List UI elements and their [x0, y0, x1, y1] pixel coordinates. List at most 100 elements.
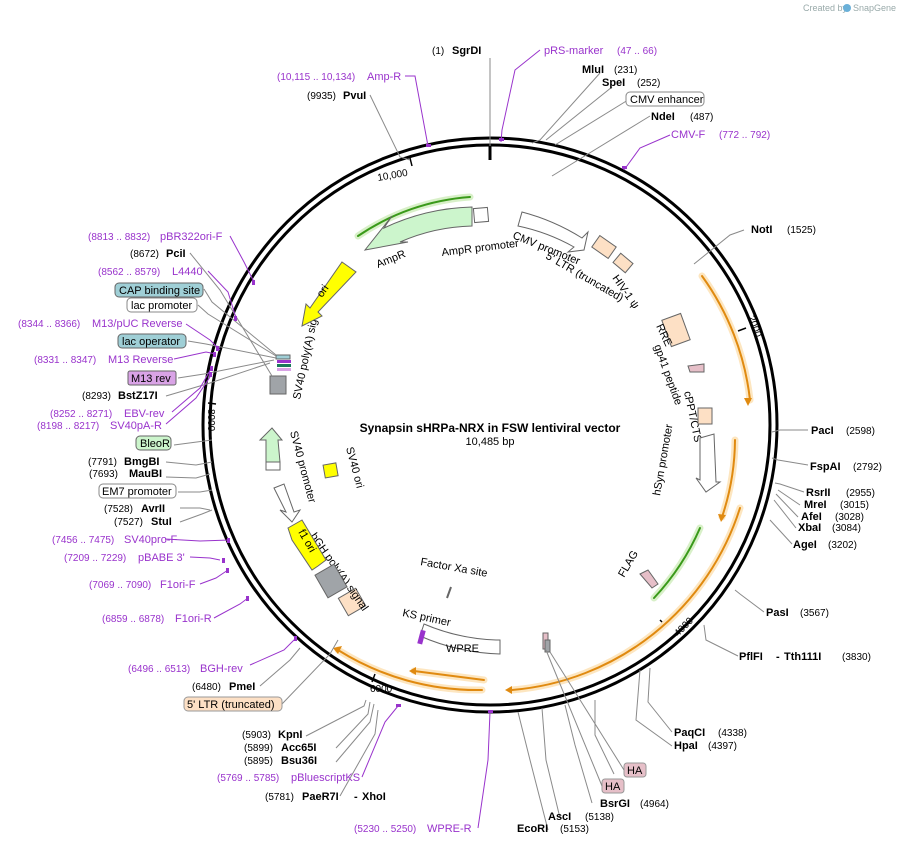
enzyme-pos-pcii: (8672)	[130, 249, 159, 260]
enzyme-pos-bsu36i: (5895)	[244, 756, 273, 767]
primer-range-m13puc: (8344 .. 8366)	[18, 319, 80, 330]
ks-primer-feature	[417, 629, 426, 645]
enzyme-stui[interactable]: StuI	[151, 516, 172, 528]
wpre-label: WPRE	[446, 643, 479, 655]
primer-f1ori-r[interactable]: F1ori-R	[175, 613, 212, 625]
primer-ebv-rev[interactable]: EBV-rev	[124, 408, 165, 420]
cap-binding-site-box[interactable]: CAP binding site	[114, 282, 204, 298]
enzyme-asci[interactable]: AscI	[548, 811, 571, 823]
primer-pbabe3[interactable]: pBABE 3'	[138, 552, 185, 564]
enzyme-bsu36i[interactable]: Bsu36I	[281, 755, 317, 767]
primer-pbr322ori-f[interactable]: pBR322ori-F	[160, 231, 223, 243]
primer-range-ebv-rev: (8252 .. 8271)	[50, 409, 112, 420]
primer-pbluescriptks[interactable]: pBluescriptKS	[291, 772, 360, 784]
enzyme-pos-asci: (5138)	[585, 812, 614, 823]
primer-range-f1ori-f: (7069 .. 7090)	[89, 580, 151, 591]
grey-feature-2	[269, 375, 287, 395]
enzyme-pflfi[interactable]: PflFI	[739, 651, 763, 663]
ha-box-2[interactable]: HA	[601, 778, 625, 794]
sv40-promoter-label: SV40 promoter	[287, 430, 318, 505]
wpre-feature	[419, 623, 501, 655]
primer-m13-reverse[interactable]: M13 Reverse	[108, 354, 173, 366]
primer-cmv-f[interactable]: CMV-F	[671, 129, 706, 141]
enzyme-ecori[interactable]: EcoRI	[517, 823, 548, 835]
enzyme-spei[interactable]: SpeI	[602, 77, 625, 89]
primer-wpre-r[interactable]: WPRE-R	[427, 823, 472, 835]
snapgene-logo-icon	[843, 4, 851, 12]
enzyme-pvui[interactable]: PvuI	[343, 90, 366, 102]
bleor-box[interactable]: BleoR	[135, 435, 172, 451]
grey-feature-1	[314, 563, 348, 599]
enzyme-pos-pasi: (3567)	[800, 608, 829, 619]
tick-6000: 6000	[370, 684, 393, 695]
primer-amp-r[interactable]: Amp-R	[367, 71, 401, 83]
enzyme-mlui[interactable]: MluI	[582, 64, 604, 76]
enzyme-afei[interactable]: AfeI	[801, 511, 822, 523]
enzyme-kpni[interactable]: KpnI	[278, 729, 302, 741]
primer-f1ori-f[interactable]: F1ori-F	[160, 579, 196, 591]
enzyme-pcii[interactable]: PciI	[166, 248, 186, 260]
ha-leader-2	[545, 649, 603, 787]
enzyme-tth111i[interactable]: Tth111I	[784, 651, 821, 663]
enzyme-ndei[interactable]: NdeI	[651, 111, 675, 123]
enzyme-pos-stui: (7527)	[114, 517, 143, 528]
enzyme-bstz17i[interactable]: BstZ17I	[118, 390, 158, 402]
enzyme-pos-fspai: (2792)	[853, 462, 882, 473]
ha-leader-1	[549, 651, 625, 771]
lac-operator-box[interactable]: lac operator	[117, 333, 187, 349]
enzyme-pmei[interactable]: PmeI	[229, 681, 255, 693]
enzyme-paqci[interactable]: PaqCI	[674, 727, 705, 739]
enzyme-leader-lines	[165, 58, 809, 831]
enzyme-pasi[interactable]: PasI	[766, 607, 789, 619]
enzyme-noti[interactable]: NotI	[751, 224, 772, 236]
em7-small-feature	[265, 461, 281, 471]
enzyme-pos-spei: (252)	[637, 78, 660, 89]
tick-10000: 10,000	[377, 168, 409, 184]
enzyme-bsrgi[interactable]: BsrGI	[600, 798, 630, 810]
ltr-truncated-box[interactable]: 5' LTR (truncated)	[183, 696, 283, 712]
enzyme-sgrdi[interactable]: SgrDI	[452, 45, 481, 57]
enzyme-hpai[interactable]: HpaI	[674, 740, 698, 752]
ha-box-1[interactable]: HA	[623, 762, 647, 778]
orf-arcs	[334, 193, 754, 694]
enzyme-pos-xbai: (3084)	[832, 523, 861, 534]
enzyme-pos-pmei: (6480)	[192, 682, 221, 693]
enzyme-paci[interactable]: PacI	[811, 425, 834, 437]
tick-marks	[207, 157, 747, 683]
enzyme-bmgbi[interactable]: BmgBI	[124, 456, 159, 468]
enzyme-paer7i[interactable]: PaeR7I	[302, 791, 339, 803]
primer-bgh-rev[interactable]: BGH-rev	[200, 663, 243, 675]
enzyme-maubi[interactable]: MauBI	[129, 468, 162, 480]
m13-rev-box[interactable]: M13 rev	[127, 370, 177, 386]
enzyme-pos-ecori: (5153)	[560, 824, 589, 835]
hiv-psi-feature	[612, 252, 634, 274]
enzyme-agei[interactable]: AgeI	[793, 539, 817, 551]
flag-label: FLAG	[616, 549, 641, 580]
primer-l4440[interactable]: L4440	[172, 266, 203, 278]
enzyme-xhoi[interactable]: XhoI	[362, 791, 386, 803]
enzyme-mrei[interactable]: MreI	[804, 499, 827, 511]
em7-promoter-box[interactable]: EM7 promoter	[98, 483, 177, 499]
enzyme-avrii[interactable]: AvrII	[141, 503, 165, 515]
primer-prs-marker[interactable]: pRS-marker	[544, 45, 604, 57]
primer-sv40pro-f[interactable]: SV40pro-F	[124, 534, 177, 546]
enzyme-acc65i[interactable]: Acc65I	[281, 742, 316, 754]
svg-text:CMV enhancer: CMV enhancer	[630, 94, 704, 106]
primer-sv40pa-r[interactable]: SV40pA-R	[110, 420, 162, 432]
enzyme-fspai[interactable]: FspAI	[810, 461, 841, 473]
enzyme-rsrii[interactable]: RsrII	[806, 487, 830, 499]
primer-range-pbr322ori-f: (8813 .. 8832)	[88, 232, 150, 243]
ori-feature	[301, 261, 357, 327]
enzyme-pos-bsrgi: (4964)	[640, 799, 669, 810]
enzyme-xbai[interactable]: XbaI	[798, 522, 821, 534]
primer-range-amp-r: (10,115 .. 10,134)	[277, 72, 355, 83]
primer-range-f1ori-r: (6859 .. 6878)	[102, 614, 164, 625]
lac-promoter-box[interactable]: lac promoter	[126, 297, 198, 313]
enzyme-pos-mlui: (231)	[614, 65, 637, 76]
enzyme-pos-paer7i: (5781)	[265, 792, 294, 803]
sv40-ori-feature	[322, 462, 339, 479]
primer-m13-puc-reverse[interactable]: M13/pUC Reverse	[92, 318, 182, 330]
enzyme-pos-pflfi: (3830)	[842, 652, 871, 663]
enzyme-pos-pvui: (9935)	[307, 91, 336, 102]
cmv-enhancer-box[interactable]: CMV enhancer	[625, 91, 705, 107]
